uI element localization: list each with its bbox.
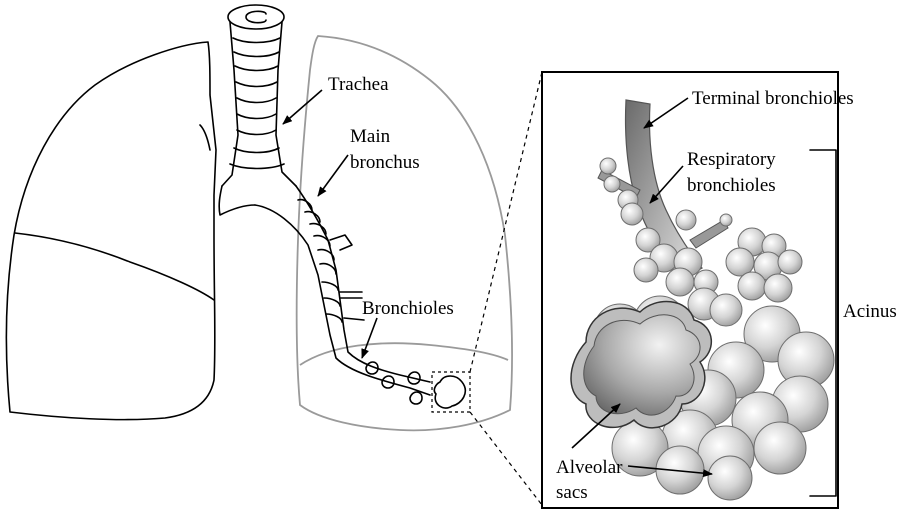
label-main-bronchus-line2: bronchus: [350, 152, 420, 173]
pointer-arrows: [282, 89, 713, 478]
main-bronchus: [254, 185, 467, 409]
label-main-bronchus-line1: Main: [350, 126, 391, 147]
acinus-inset: [541, 71, 839, 509]
acinus-bracket: [809, 149, 837, 497]
label-alveolar-sacs-line1: Alveolar: [556, 457, 623, 478]
label-alveolar-sacs-line2: sacs: [556, 482, 588, 503]
label-acinus: Acinus: [843, 301, 897, 322]
right-lung: [295, 35, 513, 432]
label-terminal-bronchioles: Terminal bronchioles: [692, 88, 854, 109]
label-bronchioles: Bronchioles: [362, 298, 454, 319]
alveoli-cluster: [593, 157, 835, 501]
label-trachea: Trachea: [328, 74, 389, 95]
alveolar-sac-section: [570, 300, 713, 429]
trachea: [218, 4, 297, 216]
left-lung: [5, 41, 217, 421]
callout-box: [431, 71, 543, 506]
label-respiratory-bronchioles-line2: bronchioles: [687, 175, 776, 196]
label-respiratory-bronchioles-line1: Respiratory: [687, 149, 776, 170]
terminal-bronchiole-tube: [624, 99, 703, 281]
